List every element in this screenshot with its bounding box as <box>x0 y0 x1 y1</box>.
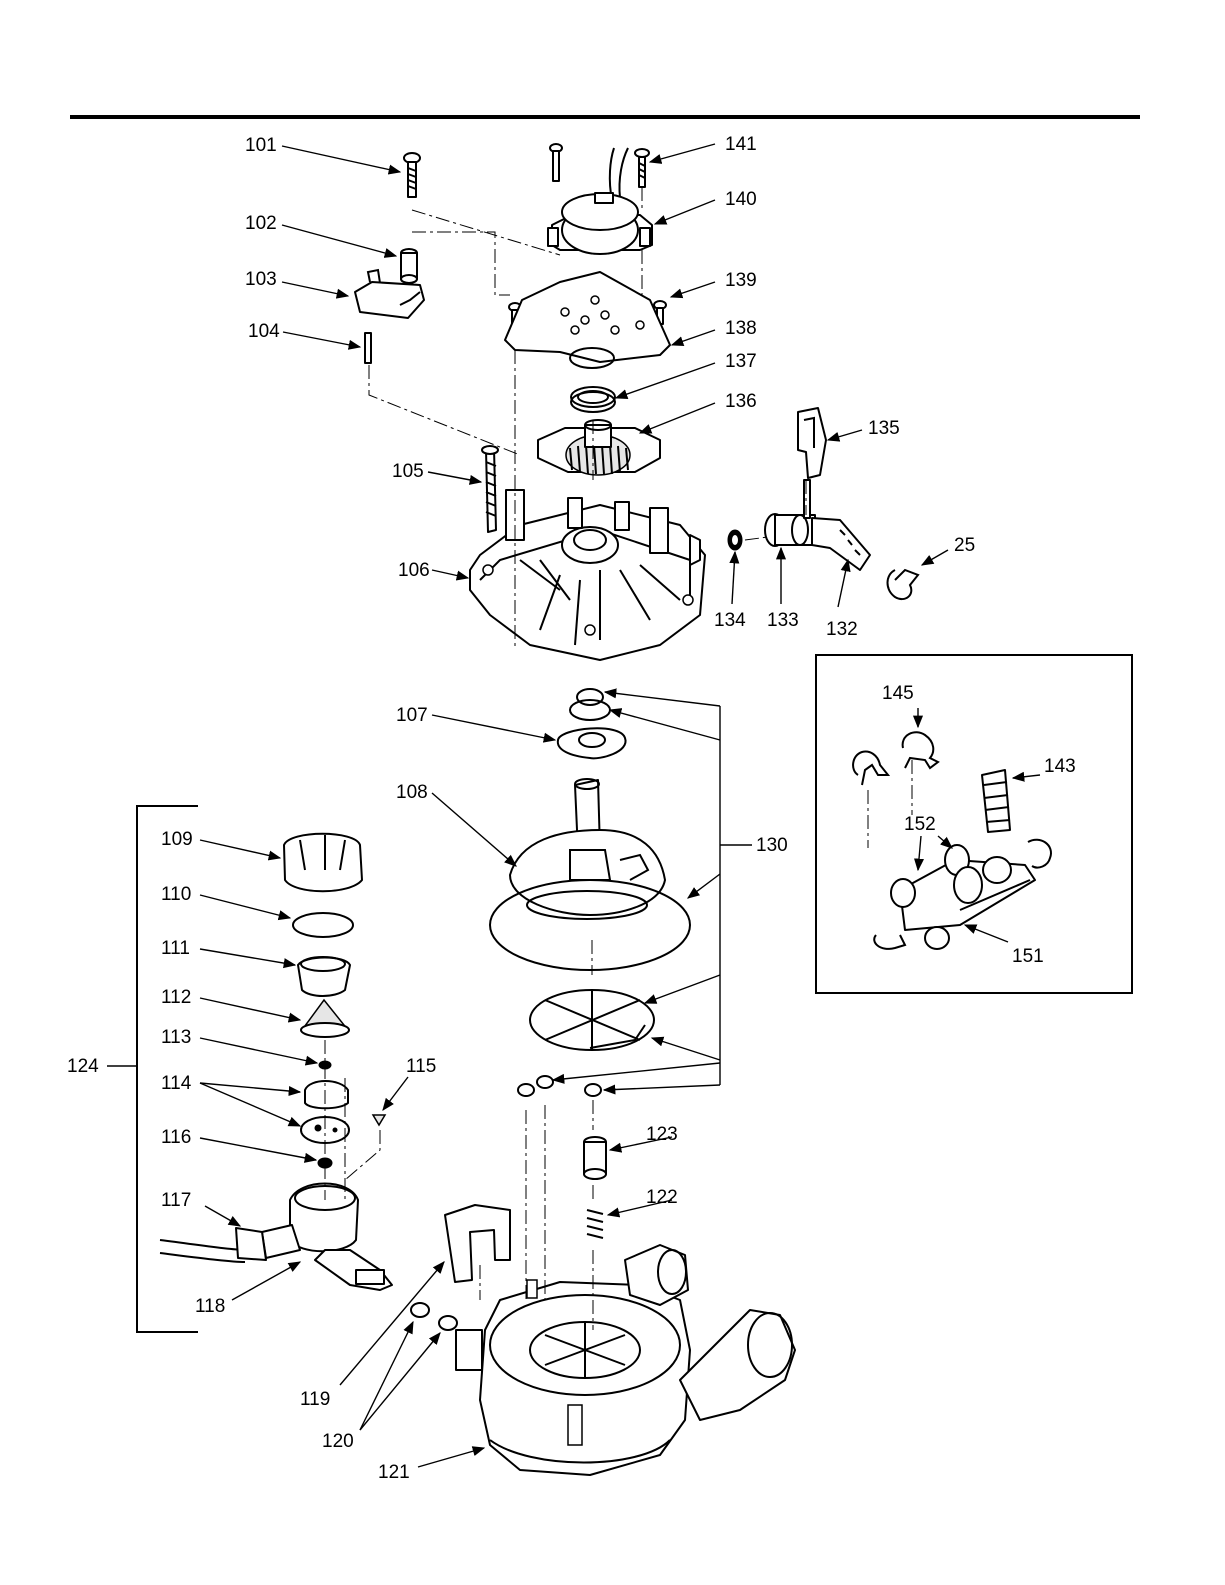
part-105-screw <box>482 446 498 532</box>
callout-134: 134 <box>714 610 746 631</box>
part-25-hose-clip <box>888 570 919 599</box>
callout-112: 112 <box>161 987 191 1008</box>
callout-122: 122 <box>646 1187 678 1208</box>
callout-132: 132 <box>826 619 858 640</box>
callout-141: 141 <box>725 134 757 155</box>
callout-102: 102 <box>245 213 277 234</box>
part-110-o-ring <box>293 913 353 937</box>
part-132-drain-elbow <box>804 480 870 570</box>
part-109-cap <box>284 834 362 892</box>
callout-110: 110 <box>161 884 191 905</box>
part-120-o-rings <box>411 1303 457 1330</box>
part-138-cam-plate <box>505 272 670 368</box>
part-141-screws <box>550 144 649 187</box>
part-122-spring <box>587 1210 603 1238</box>
part-111-nozzle-housing <box>298 957 350 996</box>
callout-116: 116 <box>161 1127 191 1148</box>
part-134-o-ring <box>728 530 742 550</box>
part-115-screen-cap <box>373 1115 385 1125</box>
callout-123: 123 <box>646 1124 678 1145</box>
inset-box <box>816 655 1132 993</box>
callout-113: 113 <box>161 1027 191 1048</box>
callout-109: 109 <box>161 829 193 850</box>
part-135-clip <box>798 408 826 478</box>
callout-151: 151 <box>1012 946 1044 967</box>
callout-119: 119 <box>300 1389 330 1410</box>
part-101-screw <box>404 153 420 197</box>
callout-121: 121 <box>378 1462 410 1483</box>
part-121-valve-body <box>456 1245 795 1475</box>
part-107-washer <box>558 728 626 758</box>
part-137-bearing-ring <box>571 387 615 412</box>
part-130-seal-kit <box>570 689 610 720</box>
part-106-upper-housing <box>470 490 705 660</box>
callout-108: 108 <box>396 782 428 803</box>
part-119-clip <box>445 1205 510 1282</box>
callout-107: 107 <box>396 705 428 726</box>
callout-124: 124 <box>67 1056 99 1077</box>
callout-106: 106 <box>398 560 430 581</box>
callout-105: 105 <box>392 461 424 482</box>
callout-114: 114 <box>161 1073 192 1094</box>
callout-111: 111 <box>161 938 190 959</box>
callout-152: 152 <box>904 814 936 835</box>
part-136-drive-gear <box>538 420 660 475</box>
callout-140: 140 <box>725 189 757 210</box>
part-118-venturi-body <box>262 1184 392 1291</box>
callout-120: 120 <box>322 1431 354 1452</box>
callout-104: 104 <box>248 321 280 342</box>
part-108-rotor <box>510 779 665 919</box>
part-140-motor <box>548 148 652 254</box>
callout-137: 137 <box>725 351 757 372</box>
callout-118: 118 <box>195 1296 225 1317</box>
callout-143: 143 <box>1044 756 1076 777</box>
part-130-rotor-disc <box>530 990 654 1050</box>
part-104-pin <box>365 333 371 363</box>
inset-parts <box>853 732 1051 949</box>
callout-145: 145 <box>882 683 914 704</box>
callout-115: 115 <box>406 1056 436 1077</box>
callout-117: 117 <box>161 1190 191 1211</box>
callout-25: 25 <box>954 535 975 556</box>
part-102-spacer <box>401 249 417 283</box>
part-112-screen <box>301 1000 349 1037</box>
callout-133: 133 <box>767 610 799 631</box>
part-123-sleeve <box>584 1137 606 1179</box>
callout-136: 136 <box>725 391 757 412</box>
part-117-tube-nut <box>160 1228 266 1262</box>
callout-135: 135 <box>868 418 900 439</box>
callout-130: 130 <box>756 835 788 856</box>
callout-101: 101 <box>245 135 277 156</box>
callout-138: 138 <box>725 318 757 339</box>
callout-139: 139 <box>725 270 757 291</box>
callout-103: 103 <box>245 269 277 290</box>
